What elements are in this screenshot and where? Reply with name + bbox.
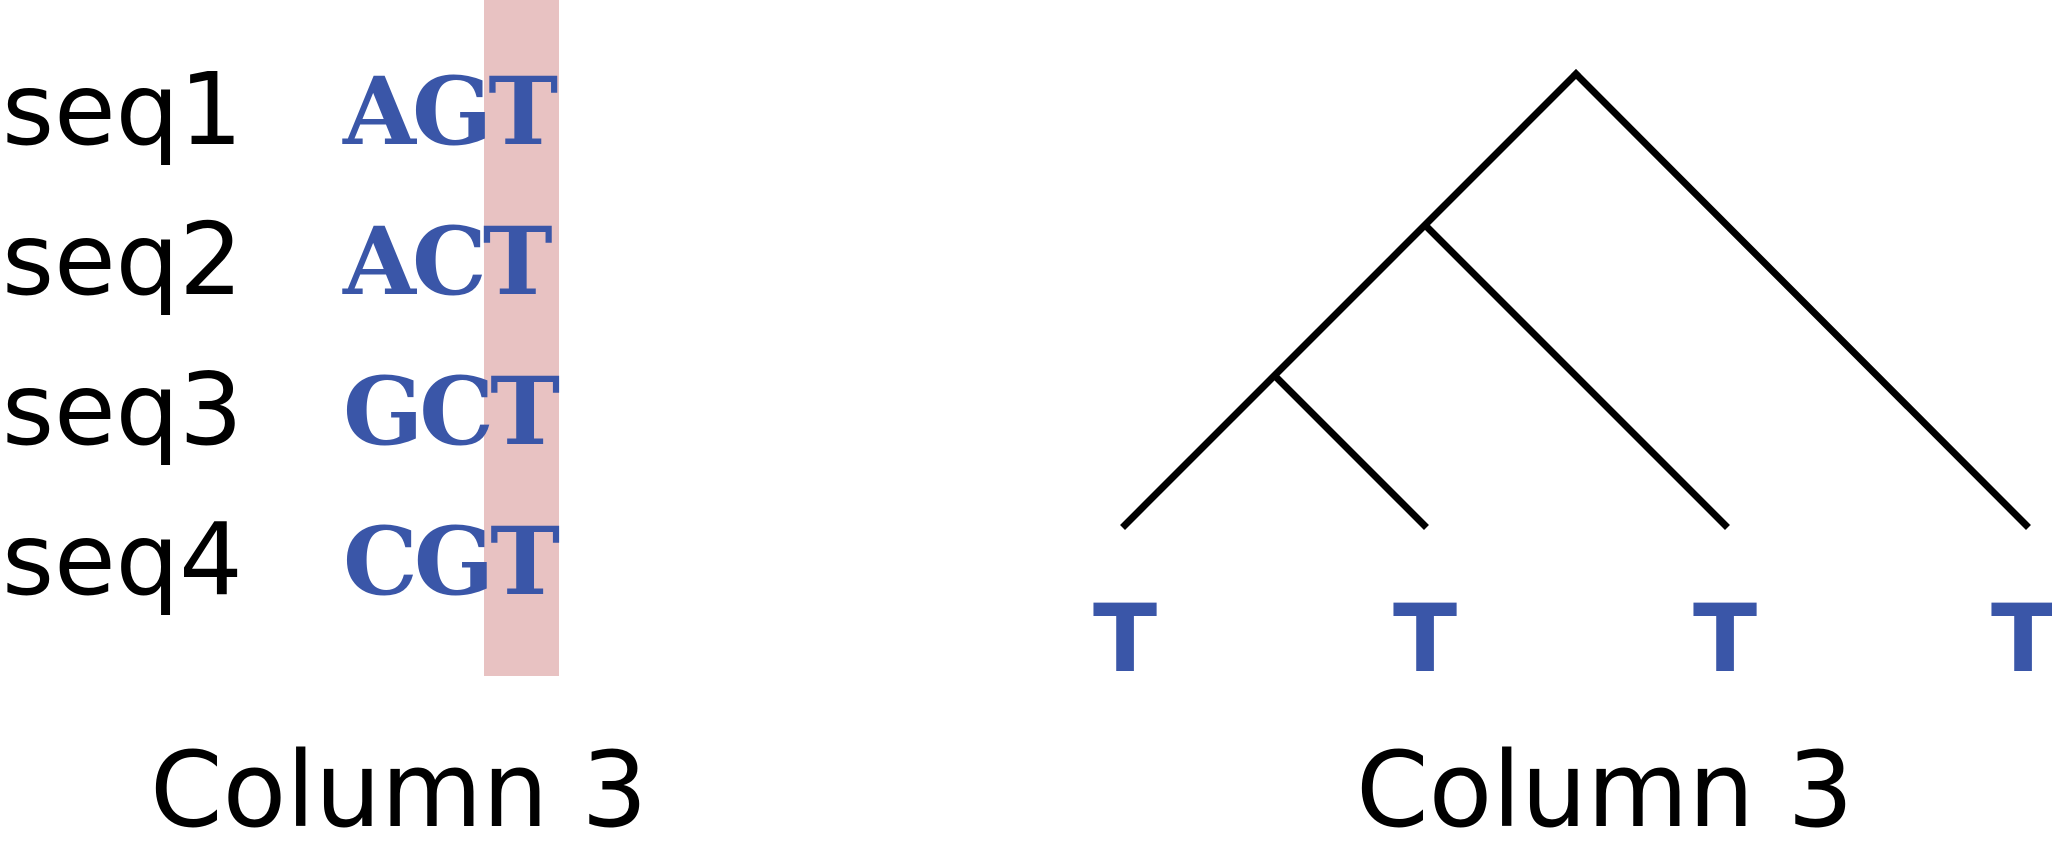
leaf-label-3: T xyxy=(1692,585,1758,694)
seq-name-1: seq1 xyxy=(2,51,243,168)
branch-root-to-leaf4 xyxy=(1571,69,2031,530)
seq3-residues: GCT xyxy=(343,357,560,467)
tree-caption: Column 3 xyxy=(1356,729,1854,851)
residue: G xyxy=(413,507,494,617)
residue: T xyxy=(482,207,553,317)
seq1-residues: AGT xyxy=(343,57,558,167)
residue: C xyxy=(343,507,418,617)
residue: A xyxy=(343,57,416,167)
seq-name-4: seq4 xyxy=(2,501,243,618)
leaf-label-1: T xyxy=(1092,585,1158,694)
residue: C xyxy=(411,207,487,317)
leaf-label-2: T xyxy=(1392,585,1458,694)
seq-name-3: seq3 xyxy=(2,351,243,468)
branch-node2-to-leaf3 xyxy=(1421,221,1730,530)
residue: C xyxy=(419,357,494,467)
seq2-residues: ACT xyxy=(343,207,553,317)
alignment-caption: Column 3 xyxy=(150,729,648,851)
seq4-residues: CGT xyxy=(343,507,560,617)
residue: G xyxy=(411,57,492,167)
branch-node1-to-leaf2 xyxy=(1270,371,1429,530)
residue: T xyxy=(490,507,560,617)
seq-name-2: seq2 xyxy=(2,201,243,318)
residue: T xyxy=(488,57,558,167)
residue: A xyxy=(343,207,416,317)
residue: T xyxy=(490,357,560,467)
leaf-label-4: T xyxy=(1990,585,2052,694)
residue: G xyxy=(343,357,423,467)
branch-root-to-leaf1 xyxy=(1120,69,1581,530)
highlighted-column xyxy=(484,0,559,676)
